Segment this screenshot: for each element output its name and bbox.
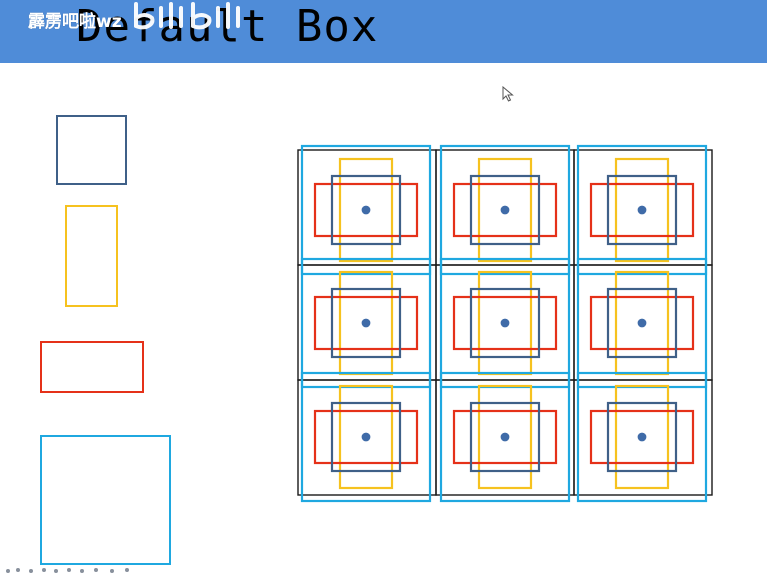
default-box-tall — [338, 157, 394, 263]
default-box-small-square — [330, 401, 402, 473]
default-box-small-square — [606, 174, 678, 246]
default-box-large-square — [300, 144, 432, 276]
cell-center-dot — [636, 431, 648, 443]
default-box-tall — [477, 157, 533, 263]
legend-square-small — [56, 115, 127, 185]
watermark-text: 霹雳吧啦wz — [28, 12, 122, 32]
cell-center-dot — [499, 204, 511, 216]
default-box-wide — [313, 409, 419, 465]
cell-center-dot — [360, 204, 372, 216]
default-box-large-square — [439, 144, 571, 276]
cell-center-dot — [499, 431, 511, 443]
default-box-large-square — [439, 371, 571, 503]
default-box-small-square — [469, 401, 541, 473]
feature-map-cell — [573, 379, 713, 496]
cell-center-dot — [636, 204, 648, 216]
default-box-small-square — [330, 287, 402, 359]
mouse-pointer-icon — [502, 86, 514, 102]
default-box-large-square — [576, 144, 708, 276]
default-box-large-square — [576, 371, 708, 503]
default-box-small-square — [469, 174, 541, 246]
cell-center-dot — [360, 431, 372, 443]
default-box-wide — [589, 295, 695, 351]
default-box-small-square — [469, 287, 541, 359]
default-box-tall — [477, 384, 533, 490]
default-box-small-square — [606, 401, 678, 473]
legend-tall-rectangle — [65, 205, 118, 307]
default-box-small-square — [606, 287, 678, 359]
default-box-wide — [452, 295, 558, 351]
cell-center-dot — [636, 317, 648, 329]
default-box-tall — [338, 384, 394, 490]
default-box-wide — [313, 182, 419, 238]
cell-center-dot — [499, 317, 511, 329]
cell-center-dot — [360, 317, 372, 329]
slide-header: Default Box 霹雳吧啦wz — [0, 0, 767, 63]
default-box-wide — [313, 295, 419, 351]
default-box-tall — [614, 384, 670, 490]
default-box-large-square — [300, 371, 432, 503]
default-box-wide — [452, 182, 558, 238]
default-box-wide — [452, 409, 558, 465]
default-box-tall — [614, 157, 670, 263]
bilibili-logo-icon — [134, 2, 240, 30]
bottom-decoration — [6, 568, 129, 573]
default-box-small-square — [330, 174, 402, 246]
default-box-wide — [589, 182, 695, 238]
legend-square-large — [40, 435, 171, 565]
default-box-wide — [589, 409, 695, 465]
legend-wide-rectangle — [40, 341, 144, 393]
